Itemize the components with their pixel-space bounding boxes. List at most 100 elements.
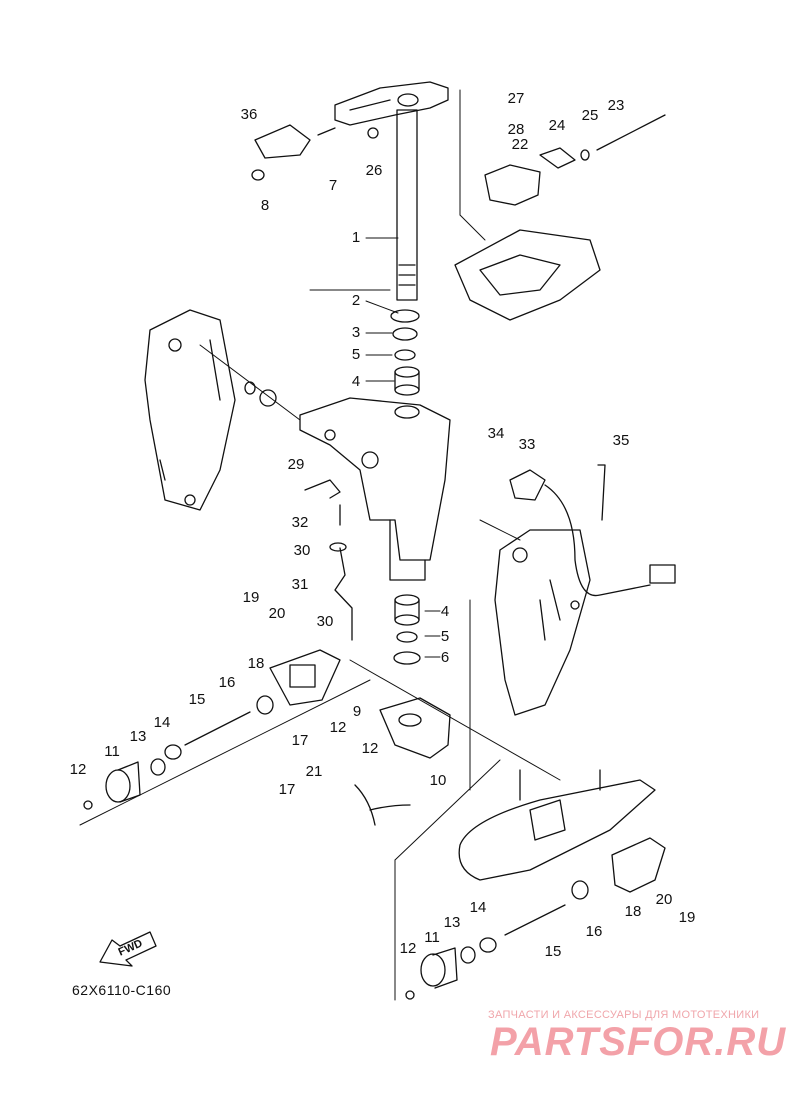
callout-17-b: 17 [278, 781, 296, 798]
callout-5: 5 [351, 346, 361, 363]
callout-30-a: 30 [293, 542, 311, 559]
washer-14-left [164, 744, 182, 760]
mount-rubber-11-right [420, 947, 458, 989]
callout-28: 28 [507, 121, 525, 138]
nut-26 [367, 127, 379, 139]
ground-wire [354, 784, 411, 826]
callout-33: 33 [518, 436, 536, 453]
callout-10: 10 [429, 772, 447, 789]
callout-4-lower: 4 [440, 603, 450, 620]
leader-lines [79, 89, 561, 1001]
callout-2: 2 [351, 292, 361, 309]
callout-27: 27 [507, 90, 525, 107]
callout-16-left: 16 [218, 674, 236, 691]
callout-1: 1 [351, 229, 361, 246]
tilt-bolt-assembly [244, 381, 277, 407]
plate-24 [539, 147, 576, 169]
clip-30 [329, 542, 347, 552]
clamp-bracket-left [144, 309, 236, 511]
callout-30-b: 30 [316, 613, 334, 630]
lower-casing [458, 769, 656, 881]
washer-25 [580, 149, 590, 161]
callout-31: 31 [291, 576, 309, 593]
callout-16-right: 16 [585, 923, 603, 940]
nut-12-left [83, 800, 93, 810]
plate-13-left [150, 758, 166, 776]
bracket-36 [254, 124, 311, 159]
callout-26: 26 [365, 162, 383, 179]
callout-22: 22 [511, 136, 529, 153]
callout-12-right: 12 [399, 940, 417, 957]
bushing-4-lower [394, 594, 420, 626]
callout-18-right: 18 [624, 903, 642, 920]
callout-5-lower: 5 [440, 628, 450, 645]
watermark-subtitle: ЗАПЧАСТИ И АКСЕССУАРЫ ДЛЯ МОТОТЕХНИКИ [488, 1009, 760, 1021]
callout-3: 3 [351, 324, 361, 341]
drawing-code: 62X6110-C160 [72, 982, 172, 998]
callout-19-left: 19 [242, 589, 260, 606]
washer-2 [390, 309, 420, 323]
callout-15-right: 15 [544, 943, 562, 960]
bottom-cowling [454, 229, 601, 321]
steering-shaft [396, 109, 418, 301]
callout-19-right: 19 [678, 909, 696, 926]
steering-arm [334, 81, 449, 126]
callout-36: 36 [240, 106, 258, 123]
callout-4: 4 [351, 373, 361, 390]
trim-sensor [509, 469, 676, 597]
callout-14-right: 14 [469, 899, 487, 916]
callout-9: 9 [352, 703, 362, 720]
callout-17-a: 17 [291, 732, 309, 749]
callout-11-left: 11 [104, 743, 120, 760]
washer-6 [393, 651, 421, 665]
nut-8 [251, 169, 265, 181]
cable-tie [597, 464, 606, 521]
callout-11-right: 11 [424, 929, 440, 946]
mount-cover-18-right [611, 837, 666, 893]
callout-12-mid-b: 12 [361, 740, 379, 757]
callout-7: 7 [328, 177, 338, 194]
bushing-3 [392, 327, 418, 341]
callout-14-left: 14 [153, 714, 171, 731]
callout-20-right: 20 [655, 891, 673, 908]
callout-20-left: 20 [268, 605, 286, 622]
grease-fitting [304, 479, 341, 526]
mount-rubber-11-left [105, 761, 141, 803]
callout-35: 35 [612, 432, 630, 449]
callout-23: 23 [607, 97, 625, 114]
callout-8: 8 [260, 197, 270, 214]
bracket-22 [484, 164, 541, 206]
o-ring-5-lower [396, 631, 418, 643]
lower-mount-bracket [379, 697, 451, 759]
collar-16-left [256, 695, 274, 715]
callout-15-left: 15 [188, 691, 206, 708]
bolt-23 [596, 114, 666, 151]
hose [334, 547, 353, 641]
callout-25: 25 [581, 107, 599, 124]
callout-32: 32 [291, 514, 309, 531]
callout-29: 29 [287, 456, 305, 473]
washer-14-right [479, 937, 497, 953]
callout-6: 6 [440, 649, 450, 666]
nut-12-right [405, 990, 415, 1000]
o-ring-5 [394, 349, 416, 361]
stud-7 [317, 127, 336, 136]
watermark-logo: PARTSFOR.RU [490, 1020, 787, 1064]
bolt-15-right [504, 904, 566, 936]
bolt-15-left [184, 711, 251, 746]
clamp-bracket-right [494, 529, 591, 716]
callout-13-left: 13 [129, 728, 147, 745]
bushing-4-upper [394, 366, 420, 396]
callout-13-right: 13 [443, 914, 461, 931]
callout-12-left: 12 [69, 761, 87, 778]
callout-12-mid-a: 12 [329, 719, 347, 736]
callout-34: 34 [487, 425, 505, 442]
mount-cover-18-left [269, 649, 341, 706]
plate-13-right [460, 946, 476, 964]
callout-24: 24 [548, 117, 566, 134]
fwd-arrow-icon [99, 931, 157, 967]
collar-16-right [571, 880, 589, 900]
callout-21: 21 [305, 763, 323, 780]
callout-18-left: 18 [247, 655, 265, 672]
